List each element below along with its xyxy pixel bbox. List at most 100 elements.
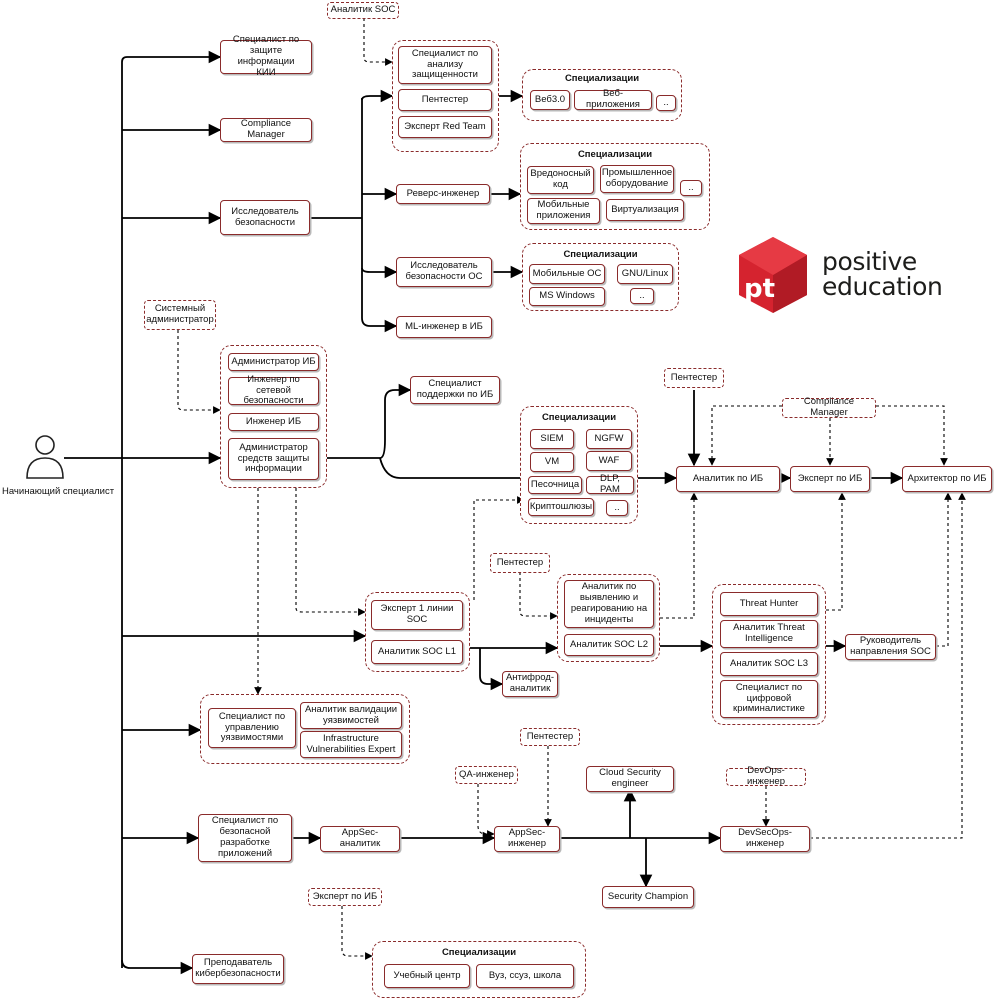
node-reverse[interactable]: Реверс-инженер: [396, 184, 490, 204]
node-forensics[interactable]: Специалист по цифровой криминалистике: [720, 680, 818, 718]
pt-logo-icon: pt: [739, 237, 807, 313]
start-label: Начинающий специалист: [2, 486, 115, 497]
node-pentester-3[interactable]: Пентестер: [490, 553, 550, 573]
node-vuln-analysis[interactable]: Специалист по анализу защищенности: [398, 46, 492, 84]
spec-siem[interactable]: SIEM: [530, 429, 574, 449]
node-vuln-validation[interactable]: Аналитик валидации уязвимостей: [300, 702, 402, 729]
node-expert-ib[interactable]: Эксперт по ИБ: [790, 466, 870, 492]
node-engineer-ib[interactable]: Инженер ИБ: [228, 413, 319, 431]
node-cloud-security[interactable]: Cloud Security engineer: [586, 766, 674, 792]
node-devsecops[interactable]: DevSecOps- инженер: [720, 826, 810, 852]
spec-ngfw[interactable]: NGFW: [586, 429, 632, 449]
node-net-sec-engineer[interactable]: Инженер по сетевой безопасности: [228, 374, 319, 406]
node-pentester-4[interactable]: Пентестер: [520, 728, 580, 746]
spec-reverse-more[interactable]: ..: [680, 180, 702, 196]
spec-vm[interactable]: VM: [530, 452, 574, 472]
edge-to-ml: [361, 317, 398, 333]
edge-to-os-researcher: [361, 265, 398, 279]
edge-qa-appsec: [477, 784, 495, 838]
node-red-team[interactable]: Эксперт Red Team: [398, 116, 492, 138]
node-pentester-2[interactable]: Пентестер: [664, 368, 724, 388]
node-secure-dev[interactable]: Специалист по безопасной разработке прил…: [198, 814, 292, 862]
dashed-connectors: [177, 18, 966, 960]
node-sysadmin[interactable]: Системный администратор: [144, 300, 216, 330]
node-vuln-mgmt[interactable]: Специалист по управлению уязвимостями: [208, 708, 296, 748]
edge-head-architect: [936, 492, 952, 647]
edge-to-antifraud: [479, 648, 504, 691]
node-admin-ib[interactable]: Администратор ИБ: [228, 353, 319, 371]
spec-web-more[interactable]: ..: [656, 95, 676, 111]
node-os-researcher[interactable]: Исследователь безопасности ОС: [396, 257, 492, 287]
solid-connectors: [64, 50, 904, 975]
spec-waf[interactable]: WAF: [586, 451, 632, 471]
edge-pentester3-incident: [519, 572, 558, 620]
node-threat-intel[interactable]: Аналитик Threat Intelligence: [720, 620, 818, 648]
spec-title-teaching: Специализации: [441, 947, 517, 958]
node-antifraud[interactable]: Антифрод- аналитик: [502, 671, 558, 697]
brand-line-2: education: [822, 272, 943, 301]
node-incident-analyst[interactable]: Аналитик по выявлению и реагированию на …: [564, 580, 654, 628]
node-architect-ib[interactable]: Архитектор по ИБ: [902, 466, 992, 492]
node-security-champion[interactable]: Security Champion: [602, 886, 694, 908]
spec-mobile-os[interactable]: Мобильные ОС: [529, 264, 605, 284]
node-admin-sz[interactable]: Администратор средств защиты информации: [228, 438, 319, 480]
node-soc-l1[interactable]: Аналитик SOC L1: [371, 640, 463, 664]
node-soc-l2[interactable]: Аналитик SOC L2: [564, 634, 654, 656]
edge-sysadmin-admin: [177, 330, 221, 414]
spec-sandbox[interactable]: Песочница: [528, 476, 582, 494]
spec-industrial[interactable]: Промышленное оборудование: [600, 165, 674, 193]
spec-title-os: Специализации: [563, 249, 638, 260]
node-threat-hunter[interactable]: Threat Hunter: [720, 592, 818, 616]
node-compliance-2[interactable]: Compliance Manager: [782, 396, 876, 418]
spec-title-tools: Специализации: [541, 412, 617, 423]
spec-university[interactable]: Вуз, ссуз, школа: [476, 964, 574, 988]
edge-l3group-expert: [826, 492, 846, 611]
spec-crypto-gw[interactable]: Криптошлюзы: [528, 498, 594, 516]
node-devops[interactable]: DevOps-инженер: [726, 765, 806, 787]
spec-windows[interactable]: MS Windows: [529, 287, 605, 306]
spec-title-web: Специализации: [564, 73, 640, 84]
node-ml-engineer[interactable]: ML-инженер в ИБ: [396, 316, 492, 338]
edge-to-analyst-ib: [379, 457, 678, 485]
pt-logo-mark: pt: [744, 274, 775, 304]
node-soc-head[interactable]: Руководитель направления SOC: [845, 634, 936, 660]
spec-web3[interactable]: Веб3.0: [530, 90, 570, 110]
node-support[interactable]: Специалист поддержки по ИБ: [410, 376, 500, 404]
node-pentester-1[interactable]: Пентестер: [398, 89, 492, 111]
spec-training-center[interactable]: Учебный центр: [384, 964, 470, 988]
brand-line-1: positive: [822, 247, 917, 276]
spec-mobile-apps[interactable]: Мобильные приложения: [527, 198, 600, 224]
node-appsec-analyst[interactable]: AppSec- аналитик: [320, 826, 400, 852]
spec-malware[interactable]: Вредоносный код: [527, 166, 594, 194]
node-infra-vuln-expert[interactable]: Infrastructure Vulnerabilities Expert: [300, 731, 402, 758]
node-soc-l3[interactable]: Аналитик SOC L3: [720, 652, 818, 676]
node-appsec-engineer[interactable]: AppSec- инженер: [494, 826, 560, 852]
edge-soc-expert-tools: [473, 496, 525, 600]
edge-to-teacher: [121, 959, 194, 975]
node-soc-analyst-top[interactable]: Аналитик SOC: [327, 2, 399, 19]
spec-dlp-pam[interactable]: DLP, PAM: [586, 473, 634, 495]
edge-to-vuln-analysis: [361, 89, 394, 103]
spec-virtualization[interactable]: Виртуализация: [606, 199, 684, 221]
node-teacher[interactable]: Преподаватель кибербезопасности: [192, 954, 284, 984]
node-qa-engineer[interactable]: QA-инженер: [455, 766, 518, 784]
spec-title-reverse: Специализации: [577, 149, 653, 160]
node-kii[interactable]: Специалист по защите информации КИИ: [220, 34, 312, 78]
edge-expert-ib2-teaching: [341, 906, 373, 960]
spec-os-more[interactable]: ..: [630, 288, 654, 304]
node-soc-expert-l1[interactable]: Эксперт 1 линии SOC: [371, 600, 463, 630]
spec-linux[interactable]: GNU/Linux: [617, 264, 673, 284]
edge-compliance2-architect: [876, 405, 948, 466]
edge-admin-soc-expert: [295, 488, 366, 616]
edge-devsecops-architect: [810, 492, 966, 839]
node-researcher[interactable]: Исследователь безопасности: [220, 200, 310, 235]
node-analyst-ib[interactable]: Аналитик по ИБ: [676, 466, 780, 492]
person-icon: [26, 435, 64, 479]
edge-compliance2-analyst: [708, 405, 782, 466]
spec-web-apps[interactable]: Веб-приложения: [574, 88, 652, 110]
spec-tools-more[interactable]: ..: [606, 500, 628, 516]
node-expert-ib-2[interactable]: Эксперт по ИБ: [308, 888, 382, 906]
node-compliance-manager[interactable]: Compliance Manager: [220, 118, 312, 142]
